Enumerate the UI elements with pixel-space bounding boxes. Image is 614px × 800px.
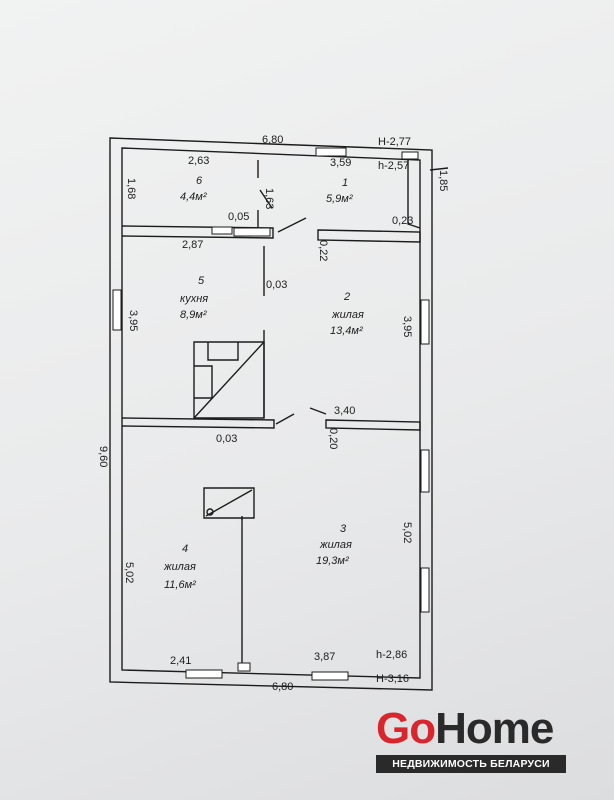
stove-inner-top — [207, 342, 239, 361]
logo-home: Home — [435, 704, 554, 753]
partition-upper — [121, 225, 274, 239]
dim-room5-width: 2,87 — [182, 239, 203, 251]
door-swing-2 — [277, 217, 307, 233]
room-5-area: 8,9м² — [180, 309, 207, 321]
room-2-area: 13,4м² — [330, 325, 363, 337]
door-swing-1 — [259, 189, 273, 209]
partition-middle-left — [121, 417, 275, 429]
room-5-number: 5 — [198, 275, 205, 287]
stove2-outline — [203, 487, 255, 519]
partition-middle-right — [325, 419, 421, 431]
window-upper-left — [211, 226, 233, 235]
window-right-upper — [420, 299, 430, 345]
window-top — [315, 147, 347, 157]
dim-room6-height: 1,68 — [125, 178, 137, 199]
outer-wall-outer — [109, 137, 433, 691]
dim-top-height: Н-2,77 — [378, 136, 411, 148]
window-partition — [233, 227, 271, 237]
dim-gap-020: 0,20 — [327, 428, 339, 449]
top-right-step — [407, 160, 421, 229]
dim-right-mid: 3,95 — [401, 316, 413, 337]
stove-inner-left — [194, 365, 213, 399]
stove-outline — [193, 341, 265, 419]
window-bottom-mid — [237, 662, 251, 672]
window-bottom-left — [185, 669, 223, 679]
dim-left-bottom: 5,02 — [123, 562, 135, 583]
room-3-area: 19,3м² — [316, 555, 349, 567]
logo-tagline: НЕДВИЖИМОСТЬ БЕЛАРУСИ — [376, 755, 566, 773]
dim-gap-003-top: 0,03 — [266, 279, 287, 291]
dim-right-bottom: 5,02 — [401, 522, 413, 543]
dim-bottom-total: 6,80 — [272, 681, 293, 693]
room-2-number: 2 — [343, 291, 350, 303]
outer-wall-inner — [121, 147, 421, 679]
door-swing-4 — [309, 407, 327, 415]
room-4-name: жилая — [163, 561, 196, 573]
room-5-name: кухня — [180, 293, 208, 305]
room-3-name: жилая — [319, 539, 352, 551]
room-6-area: 4,4м² — [180, 191, 207, 203]
dim-gap-023: 0,23 — [392, 215, 413, 227]
dim-bottom-outer: Н-3,16 — [376, 673, 409, 685]
dim-gap-005: 0,05 — [228, 211, 249, 223]
room-2-name: жилая — [331, 309, 364, 321]
dim-right-step: 1,85 — [437, 170, 449, 191]
window-top-right — [401, 151, 419, 160]
dim-gap-022: 0,22 — [317, 240, 329, 261]
door-swing-3 — [275, 413, 295, 425]
logo-go: Go — [376, 704, 436, 753]
dim-top-total: 6,80 — [262, 134, 283, 146]
stove2-mark — [206, 508, 214, 516]
dim-partition-163: 1,63 — [263, 188, 275, 209]
window-bottom-right — [311, 671, 349, 681]
dim-bottom-height: h-2,86 — [376, 649, 407, 661]
room-6-number: 6 — [196, 175, 203, 187]
partition-upper-right — [317, 229, 421, 243]
dim-left-mid: 3,95 — [127, 310, 139, 331]
gohome-logo[interactable]: GoHome НЕДВИЖИМОСТЬ БЕЛАРУСИ — [376, 705, 568, 775]
room-4-number: 4 — [182, 543, 188, 555]
window-left-mid — [112, 289, 122, 331]
dim-bottom-left-window: 2,41 — [170, 655, 191, 667]
room-1-number: 1 — [342, 177, 348, 189]
dim-line-right — [429, 167, 449, 171]
dim-room1-height: h-2,57 — [378, 160, 409, 172]
dim-gap-003-bottom: 0,03 — [216, 433, 237, 445]
stove-diagonal — [193, 341, 265, 419]
window-right-lower1 — [420, 449, 430, 493]
dim-room2-width: 3,40 — [334, 405, 355, 417]
dim-room6-width: 2,63 — [188, 155, 209, 167]
window-right-lower2 — [420, 567, 430, 613]
dim-bottom-right-window: 3,87 — [314, 651, 335, 663]
room-1-area: 5,9м² — [326, 193, 353, 205]
dim-total-height: 9,60 — [97, 446, 109, 467]
room-3-number: 3 — [340, 523, 347, 535]
room-4-area: 11,6м² — [164, 579, 196, 591]
dim-room1-width: 3,59 — [330, 157, 351, 169]
logo-wordmark: GoHome — [376, 704, 554, 753]
